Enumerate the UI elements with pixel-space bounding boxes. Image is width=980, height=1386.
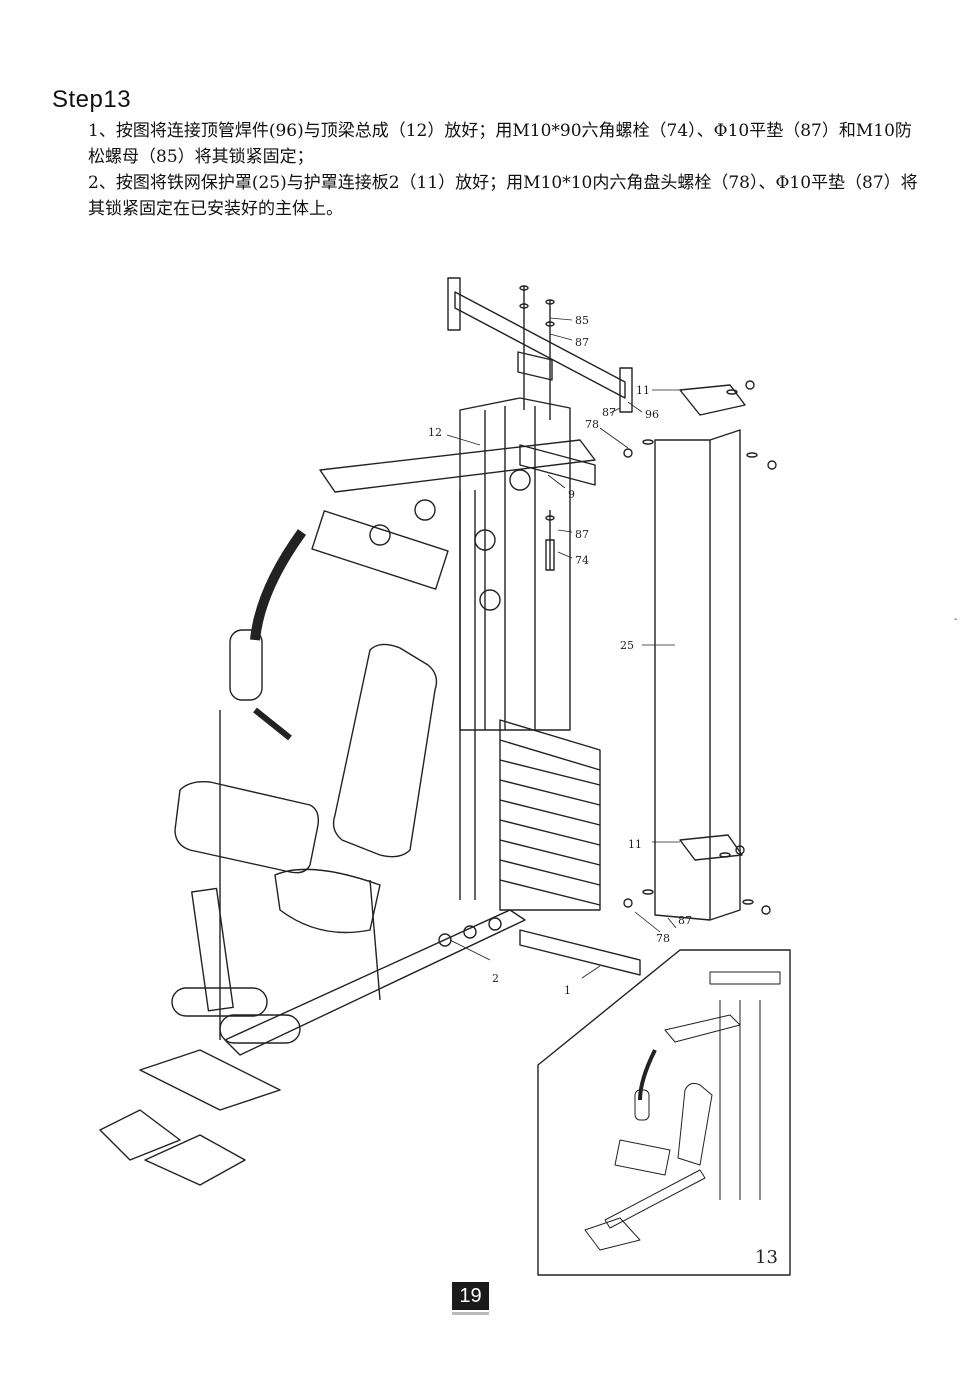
callout-87-bottom: 87 (678, 914, 692, 927)
callout-11-bottom: 11 (628, 838, 642, 851)
backrest (332, 643, 438, 858)
shroud-fasteners (623, 380, 777, 915)
callout-2: 2 (492, 972, 499, 985)
top-beam-assembly (319, 439, 596, 900)
page-number: 19 (452, 1282, 489, 1310)
inset-label: 13 (755, 1247, 778, 1268)
callout-11-top: 11 (636, 384, 650, 397)
assembly-diagram: 85 87 96 87 78 11 12 9 87 74 25 11 87 78… (80, 260, 920, 1280)
inset-assembled-view (537, 949, 791, 1276)
callout-85: 85 (575, 314, 589, 327)
callout-87-top: 87 (575, 336, 589, 349)
callout-78-top: 78 (585, 418, 599, 431)
instruction-1: 1、按图将连接顶管焊件(96)与顶梁总成（12）放好；用M10*90六角螺栓（7… (88, 121, 912, 167)
edge-mark: - (954, 614, 958, 625)
callout-1: 1 (564, 984, 571, 997)
instruction-2: 2、按图将铁网保护罩(25)与护罩连接板2（11）放好；用M10*10内六角盘头… (88, 173, 918, 219)
weight-stack-tower (459, 397, 601, 911)
callout-25: 25 (620, 639, 634, 652)
top-pipe-weldment (447, 277, 633, 413)
page-number-rule (452, 1312, 489, 1315)
step-title: Step13 (52, 86, 132, 113)
base-frame (219, 710, 641, 1056)
callout-87-shroud-top: 87 (602, 406, 616, 419)
callout-96: 96 (645, 408, 659, 421)
seat-pad (174, 780, 381, 934)
callout-12: 12 (428, 426, 442, 439)
top-fasteners (519, 285, 555, 571)
callout-78-bottom: 78 (656, 932, 670, 945)
callout-9: 9 (568, 488, 575, 501)
assembly-diagram-svg: 85 87 96 87 78 11 12 9 87 74 25 11 87 78… (99, 277, 791, 1276)
callout-74: 74 (575, 554, 589, 567)
press-arm (229, 510, 449, 741)
foot-plate (99, 1049, 281, 1186)
guard-shroud (654, 384, 746, 921)
leg-rollers (171, 887, 301, 1044)
callout-87-mid: 87 (575, 528, 589, 541)
instructions: 1、按图将连接顶管焊件(96)与顶梁总成（12）放好；用M10*90六角螺栓（7… (88, 118, 928, 222)
leader-lines (446, 317, 680, 979)
